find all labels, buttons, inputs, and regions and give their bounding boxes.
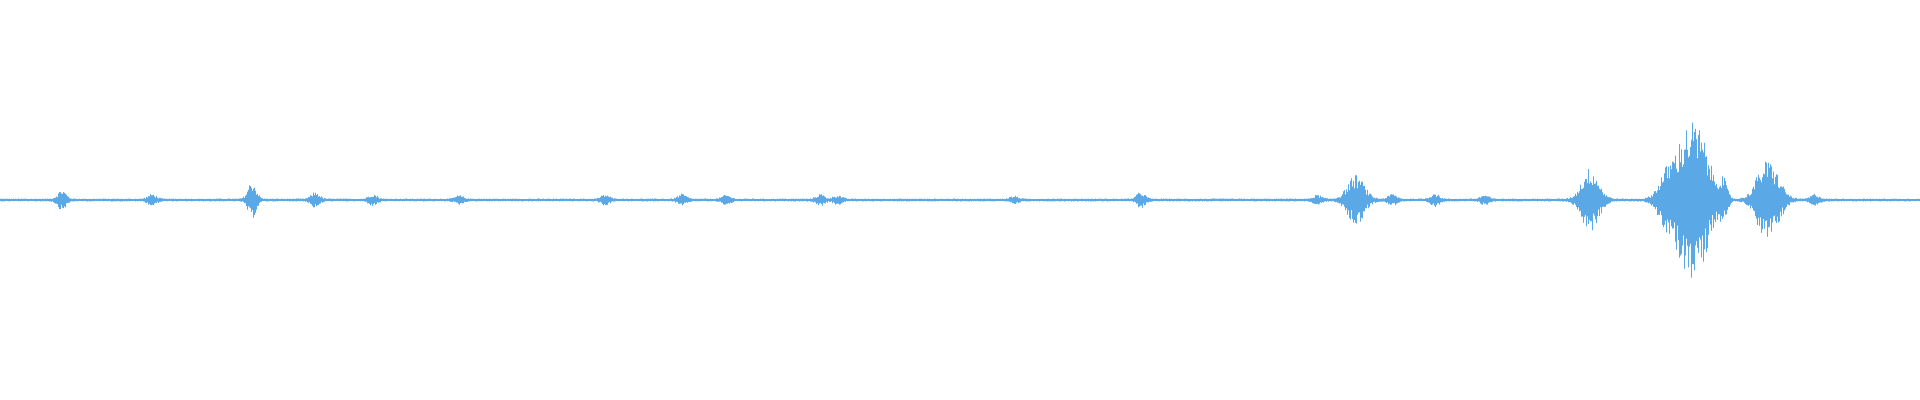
waveform-bars	[0, 122, 1920, 278]
